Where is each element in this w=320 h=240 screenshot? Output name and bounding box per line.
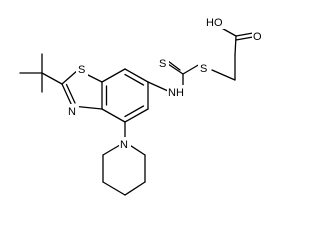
bond-pip-4 bbox=[102, 181, 126, 196]
bond-c7a-c7 bbox=[101, 68, 126, 83]
bonds bbox=[19, 25, 254, 196]
bond-c2-n3-double bbox=[65, 83, 76, 104]
chemical-structure-diagram: HO O S S S N NH N bbox=[19, 15, 263, 196]
bond-c2-s1 bbox=[61, 69, 79, 85]
bond-c-o-double bbox=[235, 36, 254, 41]
bond-pip-3 bbox=[124, 181, 146, 196]
bond-c7-c6 bbox=[124, 68, 149, 83]
label-ring-n: N bbox=[68, 106, 76, 118]
bond-cs-thione bbox=[167, 63, 184, 75]
bond-c2-n3 bbox=[61, 83, 73, 107]
bond-c5-c4 bbox=[124, 108, 149, 123]
label-carboxyl-oh: HO bbox=[206, 17, 223, 29]
bond-c-o bbox=[235, 32, 254, 37]
label-amide-nh: NH bbox=[168, 87, 184, 99]
label-carbonyl-o: O bbox=[253, 31, 262, 43]
label-ring-s: S bbox=[78, 64, 85, 76]
bond-c4-c3a bbox=[101, 108, 126, 123]
bond-ch2-cooh bbox=[234, 35, 237, 56]
atom-labels: HO O S S S N NH N bbox=[67, 15, 263, 151]
bond-s-ch2 bbox=[211, 69, 236, 81]
bond-tbu-to-c2 bbox=[41, 72, 63, 85]
label-piperidine-n: N bbox=[120, 139, 128, 151]
bond-c5-c4-double bbox=[124, 105, 145, 118]
label-thioester-s: S bbox=[200, 63, 207, 75]
label-thione-s: S bbox=[159, 58, 166, 70]
bond-cs-thioester bbox=[182, 63, 201, 75]
bond-c7-c6-double bbox=[124, 73, 145, 86]
bond-c6-nh bbox=[147, 81, 169, 92]
bond-cs-thione-double bbox=[167, 60, 181, 71]
